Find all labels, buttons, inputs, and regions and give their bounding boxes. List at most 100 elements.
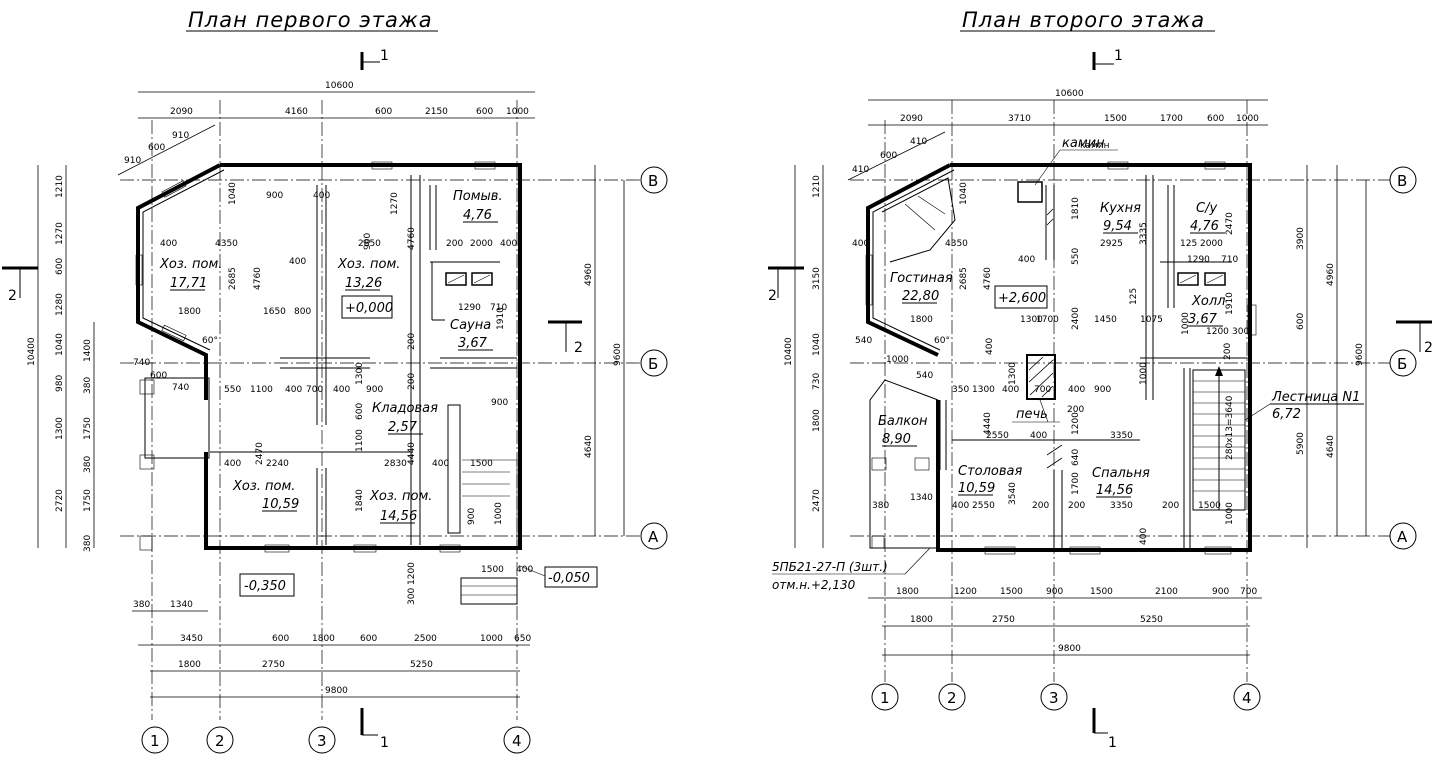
- svg-text:3: 3: [317, 732, 327, 750]
- svg-text:9800: 9800: [325, 686, 348, 696]
- svg-text:600: 600: [476, 107, 493, 117]
- svg-text:Хоз. пом.: Хоз. пом.: [337, 257, 400, 272]
- svg-text:125: 125: [1129, 288, 1139, 305]
- svg-text:2720: 2720: [55, 489, 65, 512]
- svg-text:710: 710: [1221, 255, 1238, 265]
- svg-text:2685: 2685: [228, 267, 238, 290]
- svg-text:3450: 3450: [180, 634, 203, 644]
- floor2-cut-left: 2: [768, 266, 804, 304]
- svg-text:4760: 4760: [983, 267, 993, 290]
- svg-text:600: 600: [148, 143, 165, 153]
- svg-text:1800: 1800: [178, 307, 201, 317]
- svg-text:В: В: [648, 172, 658, 190]
- svg-text:4960: 4960: [1326, 263, 1336, 286]
- svg-text:125: 125: [1180, 239, 1197, 249]
- svg-text:200: 200: [1162, 501, 1179, 511]
- floor1-cut-bottom: 1: [360, 708, 389, 751]
- svg-text:4760: 4760: [253, 267, 263, 290]
- svg-text:8,90: 8,90: [882, 432, 911, 447]
- svg-text:1000: 1000: [1225, 502, 1235, 525]
- svg-text:3150: 3150: [812, 267, 822, 290]
- svg-text:-0,350: -0,350: [244, 579, 286, 594]
- svg-text:4,76: 4,76: [1190, 219, 1219, 234]
- svg-text:4440: 4440: [407, 442, 417, 465]
- svg-text:1450: 1450: [1094, 315, 1117, 325]
- svg-text:380: 380: [83, 377, 93, 394]
- svg-text:380: 380: [83, 456, 93, 473]
- svg-text:1200: 1200: [954, 587, 977, 597]
- svg-text:14,56: 14,56: [380, 509, 417, 524]
- svg-text:640: 640: [1071, 449, 1081, 466]
- svg-text:1300: 1300: [1008, 362, 1018, 385]
- floor1-title: План первого этажа: [188, 8, 433, 32]
- svg-text:Гостиная: Гостиная: [890, 271, 953, 286]
- svg-text:1800: 1800: [178, 660, 201, 670]
- svg-text:1700: 1700: [1071, 472, 1081, 495]
- svg-text:3,67: 3,67: [458, 336, 488, 351]
- svg-text:1300: 1300: [55, 417, 65, 440]
- svg-text:900: 900: [1046, 587, 1063, 597]
- svg-text:1000: 1000: [480, 634, 503, 644]
- svg-text:1: 1: [1114, 48, 1123, 64]
- svg-text:2100: 2100: [1155, 587, 1178, 597]
- svg-text:Кухня: Кухня: [1100, 201, 1141, 216]
- svg-text:2550: 2550: [972, 501, 995, 511]
- svg-text:900: 900: [366, 385, 383, 395]
- svg-text:2090: 2090: [170, 107, 193, 117]
- svg-text:1000: 1000: [1139, 362, 1149, 385]
- floor1-rooms: Хоз. пом. 17,71 Хоз. пом. 13,26 Помыв. 4…: [159, 189, 503, 524]
- svg-text:380: 380: [872, 501, 889, 511]
- svg-text:Хоз. пом.: Хоз. пом.: [369, 489, 432, 504]
- svg-text:3900: 3900: [1296, 227, 1306, 250]
- svg-text:5250: 5250: [1140, 615, 1163, 625]
- svg-text:900: 900: [1094, 385, 1111, 395]
- svg-text:2090: 2090: [900, 114, 923, 124]
- floor2-cut-top: 1: [1092, 48, 1123, 70]
- svg-text:900: 900: [363, 233, 373, 250]
- svg-text:2,57: 2,57: [388, 420, 418, 435]
- floor2-plan: План второго этажа 1 1 2 2: [768, 8, 1433, 751]
- svg-text:1000: 1000: [886, 355, 909, 365]
- svg-text:400: 400: [1068, 385, 1085, 395]
- svg-text:Холл: Холл: [1191, 294, 1225, 309]
- svg-text:2470: 2470: [1225, 212, 1235, 235]
- svg-text:980: 980: [55, 375, 65, 392]
- svg-text:2: 2: [947, 689, 957, 707]
- svg-text:400: 400: [432, 459, 449, 469]
- svg-text:2850: 2850: [358, 239, 381, 249]
- svg-text:1210: 1210: [812, 175, 822, 198]
- floor1-cut-left: 2: [2, 266, 38, 304]
- svg-text:4350: 4350: [945, 239, 968, 249]
- svg-text:300: 300: [1232, 327, 1249, 337]
- svg-text:1: 1: [150, 732, 160, 750]
- svg-text:Помыв.: Помыв.: [453, 189, 503, 204]
- svg-text:1200: 1200: [1206, 327, 1229, 337]
- svg-text:1280: 1280: [55, 293, 65, 316]
- svg-text:600: 600: [355, 403, 365, 420]
- svg-text:1000: 1000: [1236, 114, 1259, 124]
- svg-text:200: 200: [407, 333, 417, 350]
- svg-text:400: 400: [289, 257, 306, 267]
- svg-text:14,56: 14,56: [1096, 483, 1133, 498]
- svg-text:Кладовая: Кладовая: [372, 401, 438, 416]
- svg-text:600: 600: [375, 107, 392, 117]
- svg-text:700: 700: [1034, 385, 1051, 395]
- svg-text:1500: 1500: [1104, 114, 1127, 124]
- svg-text:отм.н.+2,130: отм.н.+2,130: [772, 578, 856, 592]
- svg-text:200: 200: [1032, 501, 1049, 511]
- svg-text:2150: 2150: [425, 107, 448, 117]
- svg-text:1800: 1800: [910, 615, 933, 625]
- svg-text:400: 400: [852, 239, 869, 249]
- svg-text:Балкон: Балкон: [878, 414, 928, 429]
- svg-text:400: 400: [313, 191, 330, 201]
- svg-text:1500: 1500: [470, 459, 493, 469]
- svg-text:600: 600: [55, 258, 65, 275]
- svg-text:410: 410: [910, 137, 927, 147]
- svg-text:1210: 1210: [55, 175, 65, 198]
- svg-text:Лестница N1: Лестница N1: [1271, 390, 1360, 405]
- svg-text:10,59: 10,59: [958, 481, 995, 496]
- svg-text:А: А: [648, 528, 659, 546]
- svg-text:печь: печь: [1016, 407, 1048, 422]
- svg-text:400: 400: [516, 565, 533, 575]
